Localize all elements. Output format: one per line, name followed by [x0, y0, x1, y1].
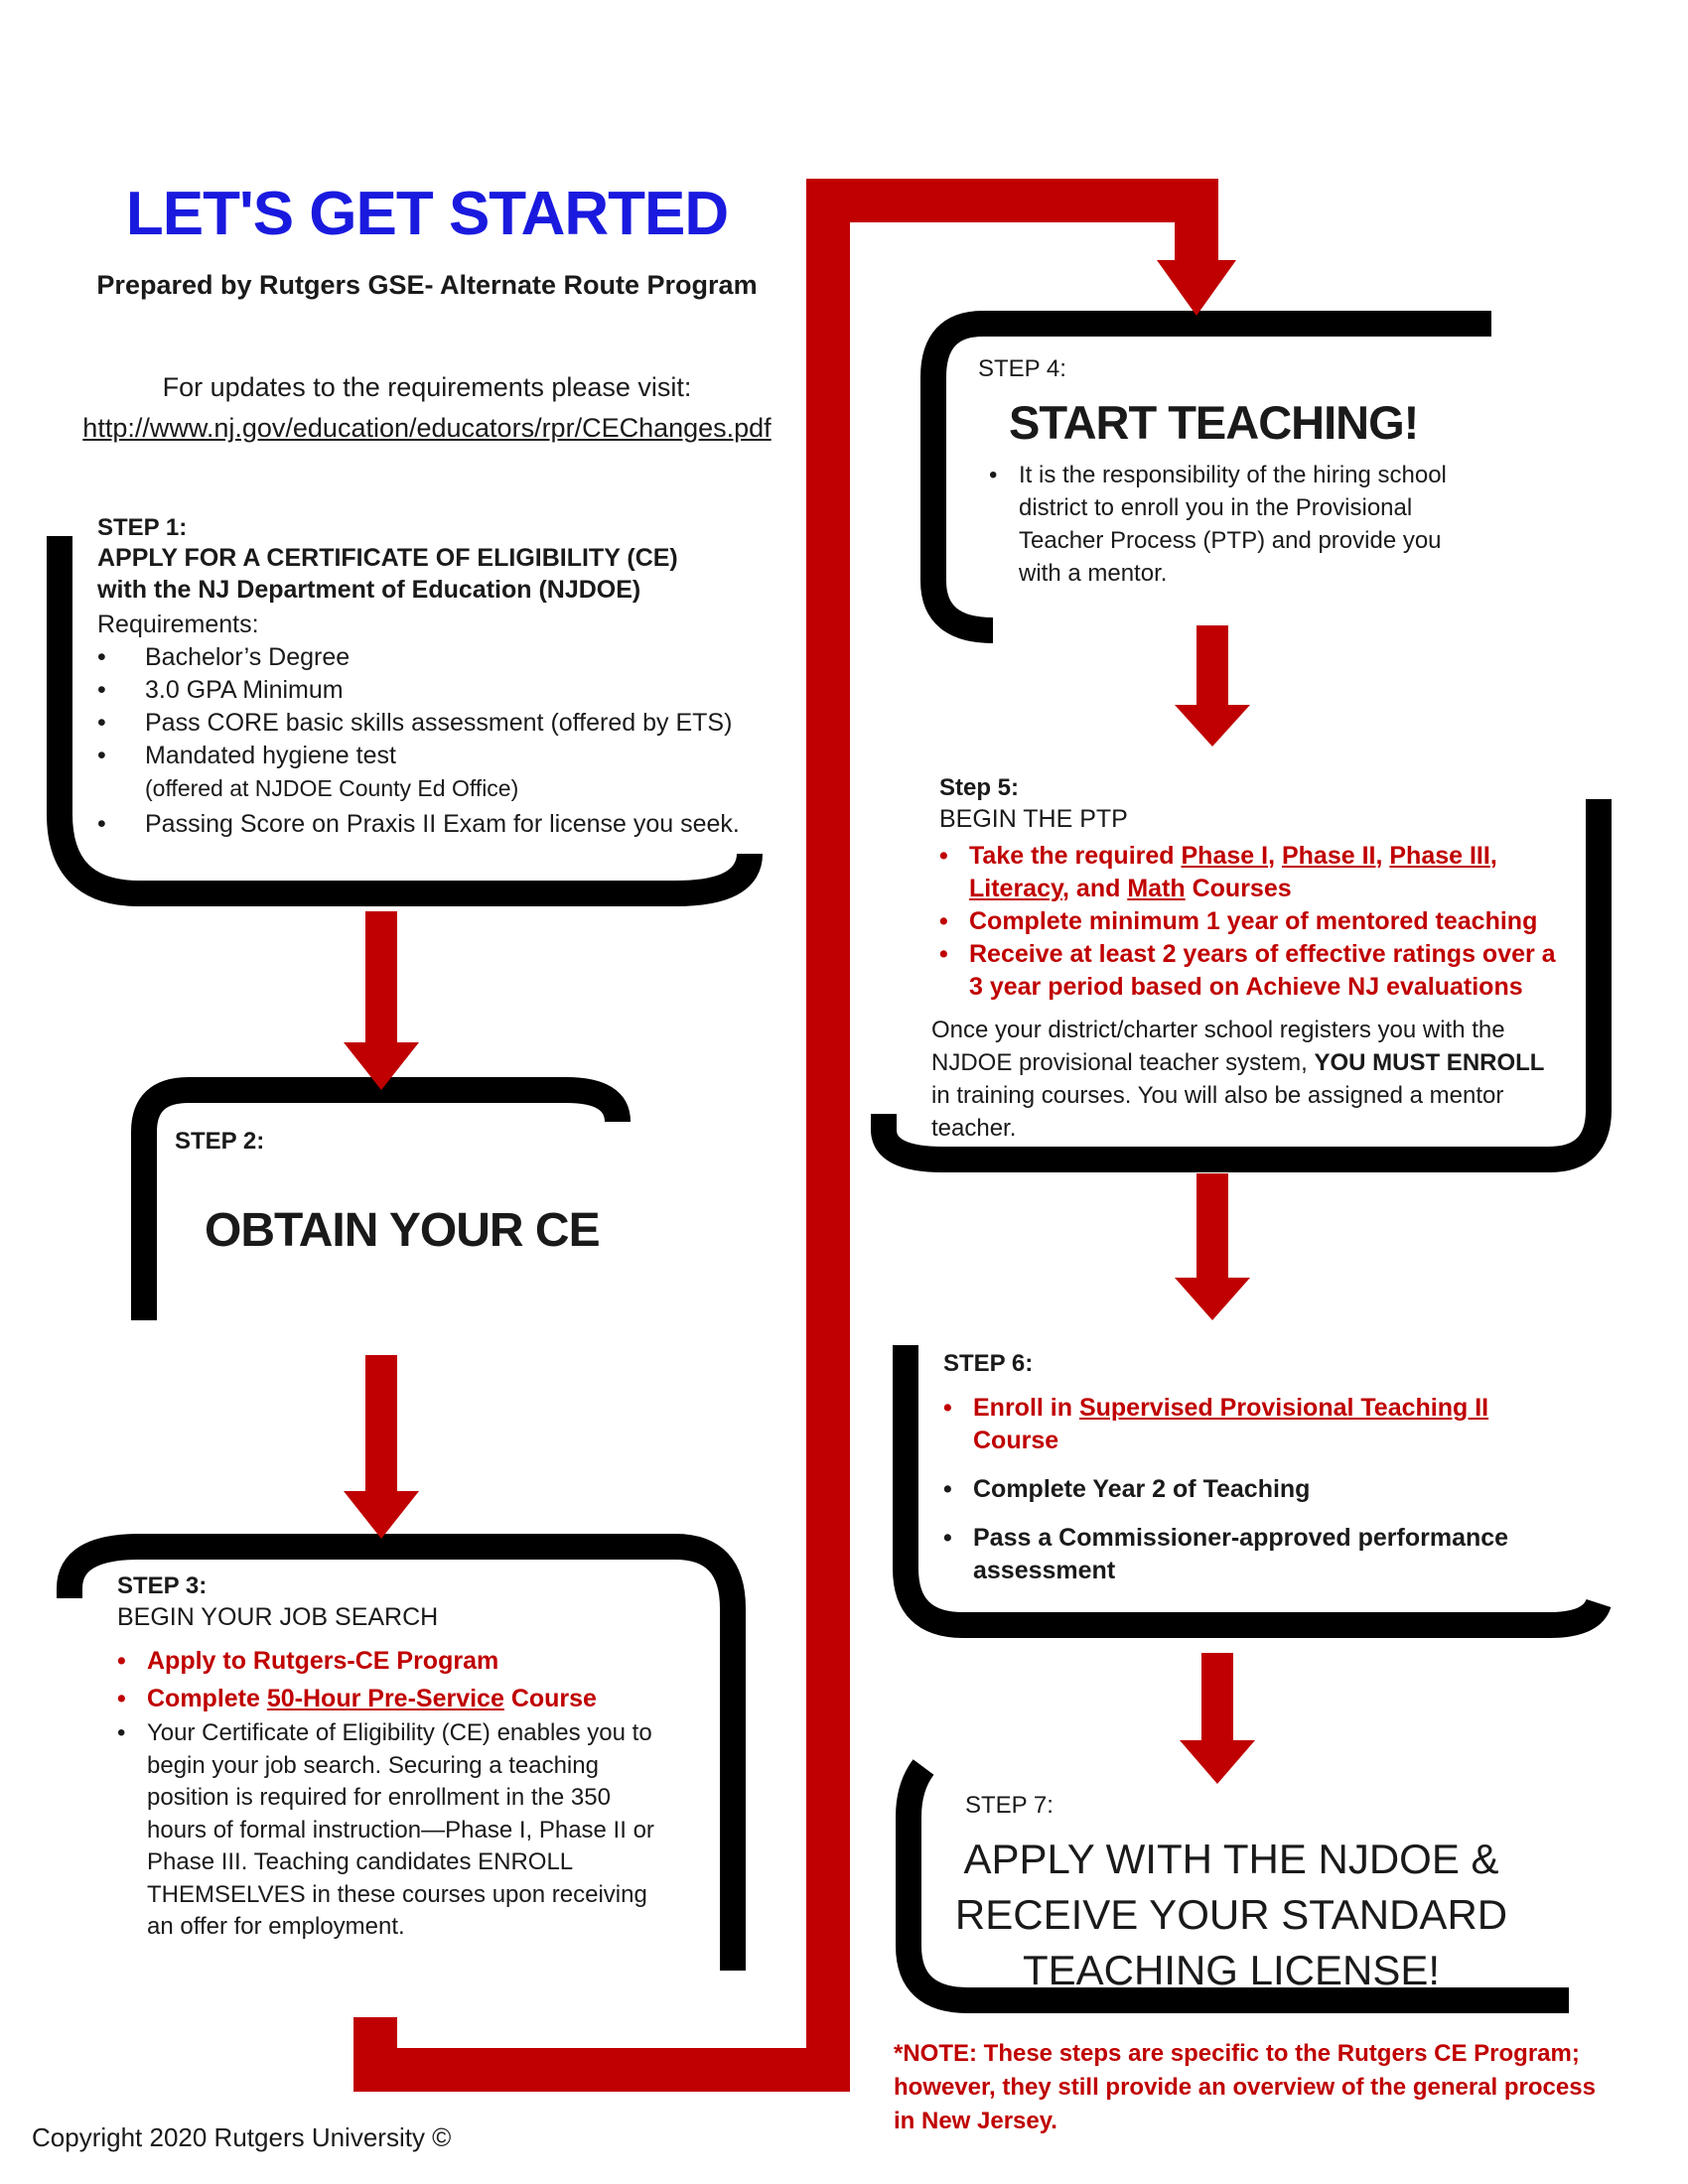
arrow-into-step4 — [1157, 243, 1236, 316]
step6-info-list: Complete Year 2 of Teaching Pass a Commi… — [943, 1473, 1579, 1587]
list-item: Mandated hygiene test — [97, 740, 743, 772]
step5-heading: BEGIN THE PTP — [939, 805, 1128, 833]
arrow-step2-to-step3 — [344, 1355, 419, 1539]
list-item: Passing Score on Praxis II Exam for lice… — [97, 808, 743, 841]
phase3-link[interactable]: Phase III — [1389, 842, 1490, 870]
list-item: Take the required Phase I, Phase II, Pha… — [939, 840, 1575, 905]
literacy-link[interactable]: Literacy — [969, 875, 1063, 902]
step3-panel: STEP 3: BEGIN YOUR JOB SEARCH Apply to R… — [117, 1572, 673, 1944]
list-item: Bachelor’s Degree — [97, 641, 743, 674]
step6-action-list: Enroll in Supervised Provisional Teachin… — [943, 1392, 1579, 1457]
step3-info-list: Your Certificate of Eligibility (CE) ena… — [117, 1717, 673, 1944]
list-item: Your Certificate of Eligibility (CE) ena… — [117, 1717, 673, 1944]
phase2-link[interactable]: Phase II — [1281, 842, 1376, 870]
step2-label: STEP 2: — [175, 1128, 265, 1155]
step4-bracket — [920, 311, 1491, 643]
preservice-course-link[interactable]: 50-Hour Pre-Service — [266, 1685, 504, 1712]
step7-bracket — [896, 1759, 1569, 2013]
step4-title: START TEACHING! — [1009, 396, 1419, 449]
page-title: LET'S GET STARTED — [125, 180, 729, 248]
step1-subheading: with the NJ Department of Education (NJD… — [97, 576, 641, 604]
math-link[interactable]: Math — [1127, 875, 1186, 902]
step7-label: STEP 7: — [965, 1792, 1054, 1819]
updates-text: For updates to the requirements please v… — [162, 372, 692, 402]
red-connector — [353, 179, 1218, 2092]
step4-label: STEP 4: — [978, 355, 1066, 382]
step7-title: APPLY WITH THE NJDOE & RECEIVE YOUR STAN… — [954, 1836, 1508, 1993]
arrow-step4-to-step5 — [1175, 625, 1250, 747]
list-item: Complete Year 2 of Teaching — [943, 1473, 1579, 1506]
phase1-link[interactable]: Phase I — [1181, 842, 1269, 870]
step1-panel: STEP 1: APPLY FOR A CERTIFICATE OF ELIGI… — [97, 514, 743, 841]
step6-label: STEP 6: — [943, 1350, 1034, 1377]
copyright: Copyright 2020 Rutgers University © — [32, 2122, 452, 2152]
step5-paragraph: Once your district/charter school regist… — [931, 1017, 1545, 1142]
black-brackets — [47, 311, 1612, 2013]
prepared-by: Prepared by Rutgers GSE- Alternate Route… — [96, 270, 758, 300]
red-arrows — [344, 243, 1255, 1784]
supervised-teaching-link[interactable]: Supervised Provisional Teaching II — [1078, 1394, 1489, 1422]
step3-bracket — [57, 1534, 746, 1971]
step5-list: Take the required Phase I, Phase II, Pha… — [939, 840, 1575, 1004]
list-item: Pass a Commissioner-approved performance… — [943, 1522, 1579, 1587]
step4-list: It is the responsibility of the hiring s… — [989, 459, 1476, 590]
step1-bracket — [47, 536, 763, 906]
arrow-step5-to-step6 — [1175, 1173, 1250, 1320]
program-note: *NOTE: These steps are specific to the R… — [894, 2040, 1596, 2134]
hygiene-note: (offered at NJDOE County Ed Office) — [145, 775, 519, 801]
list-item: Complete minimum 1 year of mentored teac… — [939, 905, 1575, 938]
step5-bracket — [871, 799, 1612, 1172]
arrow-step1-to-step2 — [344, 911, 419, 1090]
list-item: Enroll in Supervised Provisional Teachin… — [943, 1392, 1579, 1457]
list-item: Complete 50-Hour Pre-Service Course — [117, 1680, 673, 1717]
step5-label: Step 5: — [939, 774, 1020, 801]
step1-heading: APPLY FOR A CERTIFICATE OF ELIGIBILITY (… — [97, 544, 678, 572]
updates-link[interactable]: http://www.nj.gov/education/educators/rp… — [82, 413, 772, 443]
list-item: Pass CORE basic skills assessment (offer… — [97, 707, 743, 740]
requirements-list: Bachelor’s Degree 3.0 GPA Minimum Pass C… — [97, 641, 743, 772]
requirements-list-last: Passing Score on Praxis II Exam for lice… — [97, 808, 743, 841]
step3-label: STEP 3: — [117, 1572, 208, 1599]
list-item: Apply to Rutgers-CE Program — [117, 1642, 673, 1680]
step1-label: STEP 1: — [97, 514, 188, 541]
updates-notice: For updates to the requirements please v… — [60, 367, 794, 449]
step5-panel: Step 5: BEGIN THE PTP Take the required … — [931, 774, 1575, 1145]
step4-body: It is the responsibility of the hiring s… — [989, 459, 1476, 590]
step2-bracket — [131, 1077, 631, 1320]
arrow-step6-to-step7 — [1180, 1653, 1255, 1784]
list-item: 3.0 GPA Minimum — [97, 674, 743, 707]
list-item: It is the responsibility of the hiring s… — [989, 459, 1476, 590]
requirements-label: Requirements: — [97, 611, 259, 638]
step6-bracket — [893, 1345, 1612, 1638]
step2-title: OBTAIN YOUR CE — [205, 1204, 601, 1257]
step6-panel: STEP 6: Enroll in Supervised Provisional… — [943, 1350, 1579, 1587]
list-item: Receive at least 2 years of effective ra… — [939, 938, 1575, 1004]
step3-action-list: Apply to Rutgers-CE Program Complete 50-… — [117, 1642, 673, 1717]
step3-heading: BEGIN YOUR JOB SEARCH — [117, 1603, 439, 1631]
